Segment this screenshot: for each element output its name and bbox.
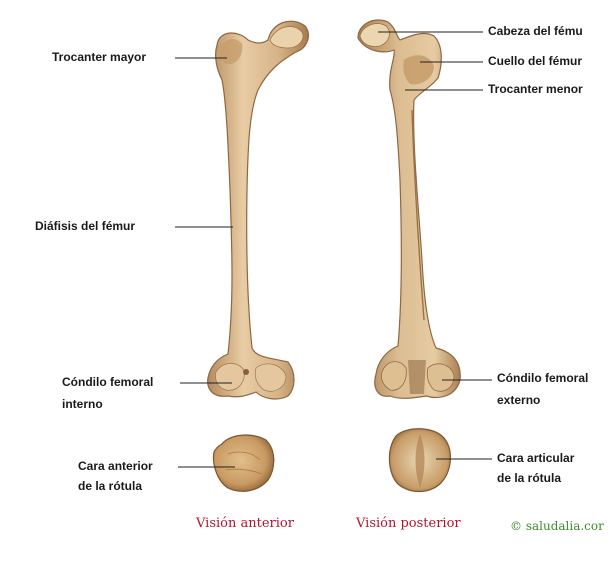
label-cara-articular-line1: Cara articular [497,450,574,467]
label-condilo-externo-line1: Cóndilo femoral [497,370,588,387]
patella-anterior-shape [214,435,274,491]
caption-anterior: Visión anterior [196,516,294,531]
leader-lines [175,32,492,467]
femur-anterior-shape [208,21,309,399]
label-diafisis: Diáfisis del fémur [35,218,135,235]
copyright-text: © saludalia.cor [510,519,604,533]
femur-anterior-fossa [243,369,249,375]
label-condilo-interno-line2: interno [62,396,103,413]
femur-posterior-notch [408,360,426,394]
label-cara-anterior-line2: de la rótula [78,478,142,495]
patella-posterior [389,429,450,492]
patella-anterior [214,435,274,491]
caption-posterior: Visión posterior [356,516,461,531]
femur-anterior [208,21,309,399]
femur-posterior [358,20,460,398]
label-condilo-interno-line1: Cóndilo femoral [62,374,153,391]
label-cara-articular-line2: de la rótula [497,470,561,487]
label-cabeza: Cabeza del fému [488,23,583,40]
label-cara-anterior-line1: Cara anterior [78,458,153,475]
label-condilo-externo-line2: externo [497,392,540,409]
label-cuello: Cuello del fémur [488,53,582,70]
label-trocanter-menor: Trocanter menor [488,81,583,98]
label-trocanter-mayor: Trocanter mayor [52,49,146,66]
